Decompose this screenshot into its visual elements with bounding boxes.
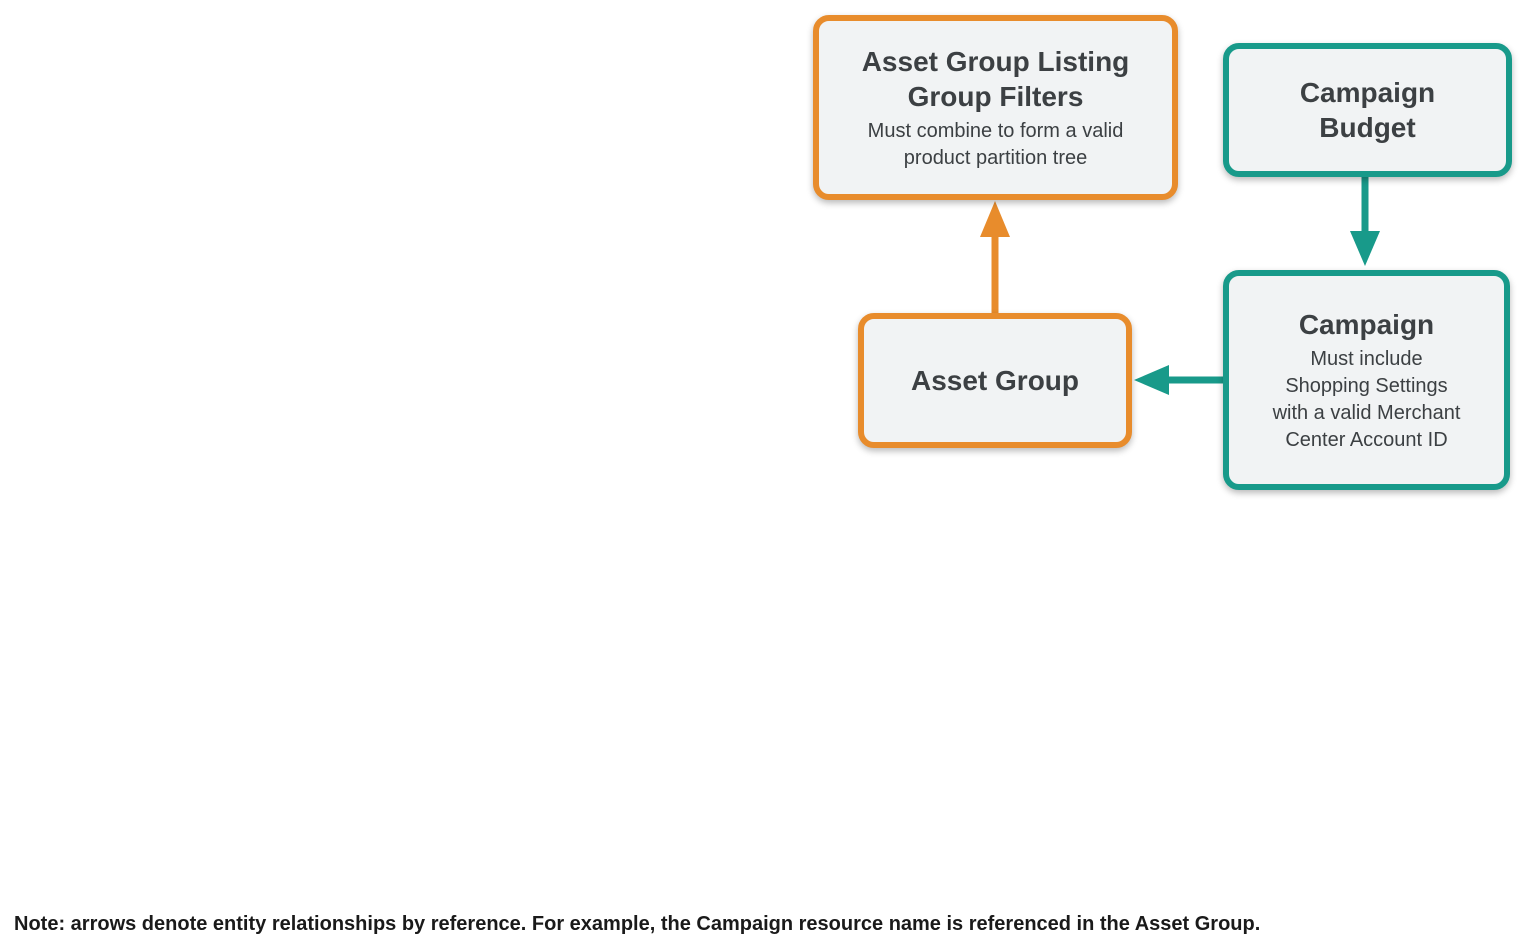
node-title: Asset Group Listing Group Filters — [861, 45, 1130, 112]
arrow-head-up-icon — [980, 201, 1010, 237]
arrow-head-down-icon — [1350, 231, 1380, 266]
node-title: Asset Group — [910, 365, 1080, 396]
node-asset-group: Asset Group — [858, 313, 1132, 448]
node-subtitle: Must combine to form a valid product par… — [867, 119, 1124, 169]
node-campaign-budget: Campaign Budget — [1223, 43, 1512, 177]
footnote: Note: arrows denote entity relationships… — [14, 913, 1261, 935]
node-subtitle: Must include Shopping Settings with a va… — [1272, 347, 1461, 451]
arrow-head-left-icon — [1134, 365, 1169, 395]
node-title: Campaign Budget — [1299, 77, 1436, 143]
node-asset-group-listing-group-filters: Asset Group Listing Group Filters Must c… — [813, 15, 1178, 200]
arrow-budget-to-campaign — [1350, 177, 1380, 266]
node-title: Campaign — [1298, 308, 1435, 340]
arrow-campaign-to-asset-group — [1134, 365, 1223, 395]
node-campaign: Campaign Must include Shopping Settings … — [1223, 270, 1510, 490]
arrow-asset-group-to-filters — [980, 201, 1010, 313]
